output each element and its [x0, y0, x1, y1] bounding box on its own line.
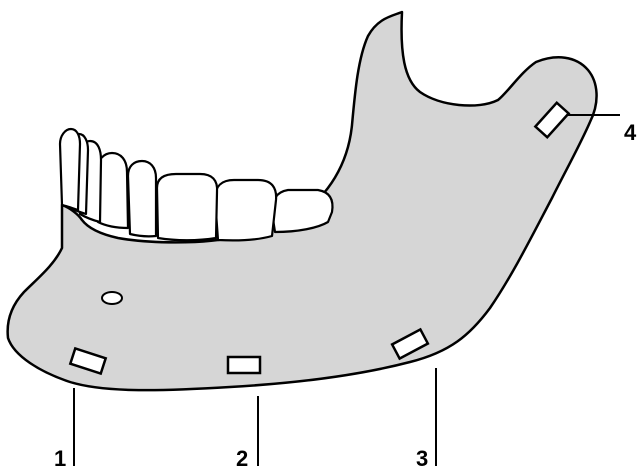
- site-label-3: 3: [416, 446, 428, 471]
- incisor-central-tooth: [60, 129, 80, 210]
- mental-foramen: [102, 292, 122, 304]
- site-marker-2: [228, 357, 260, 373]
- site-label-4: 4: [624, 120, 637, 145]
- site-label-2: 2: [236, 446, 248, 471]
- molar-second-tooth: [215, 180, 276, 240]
- premolar-second-tooth: [128, 161, 156, 236]
- molar-first-tooth: [157, 174, 217, 240]
- site-label-1: 1: [54, 446, 66, 471]
